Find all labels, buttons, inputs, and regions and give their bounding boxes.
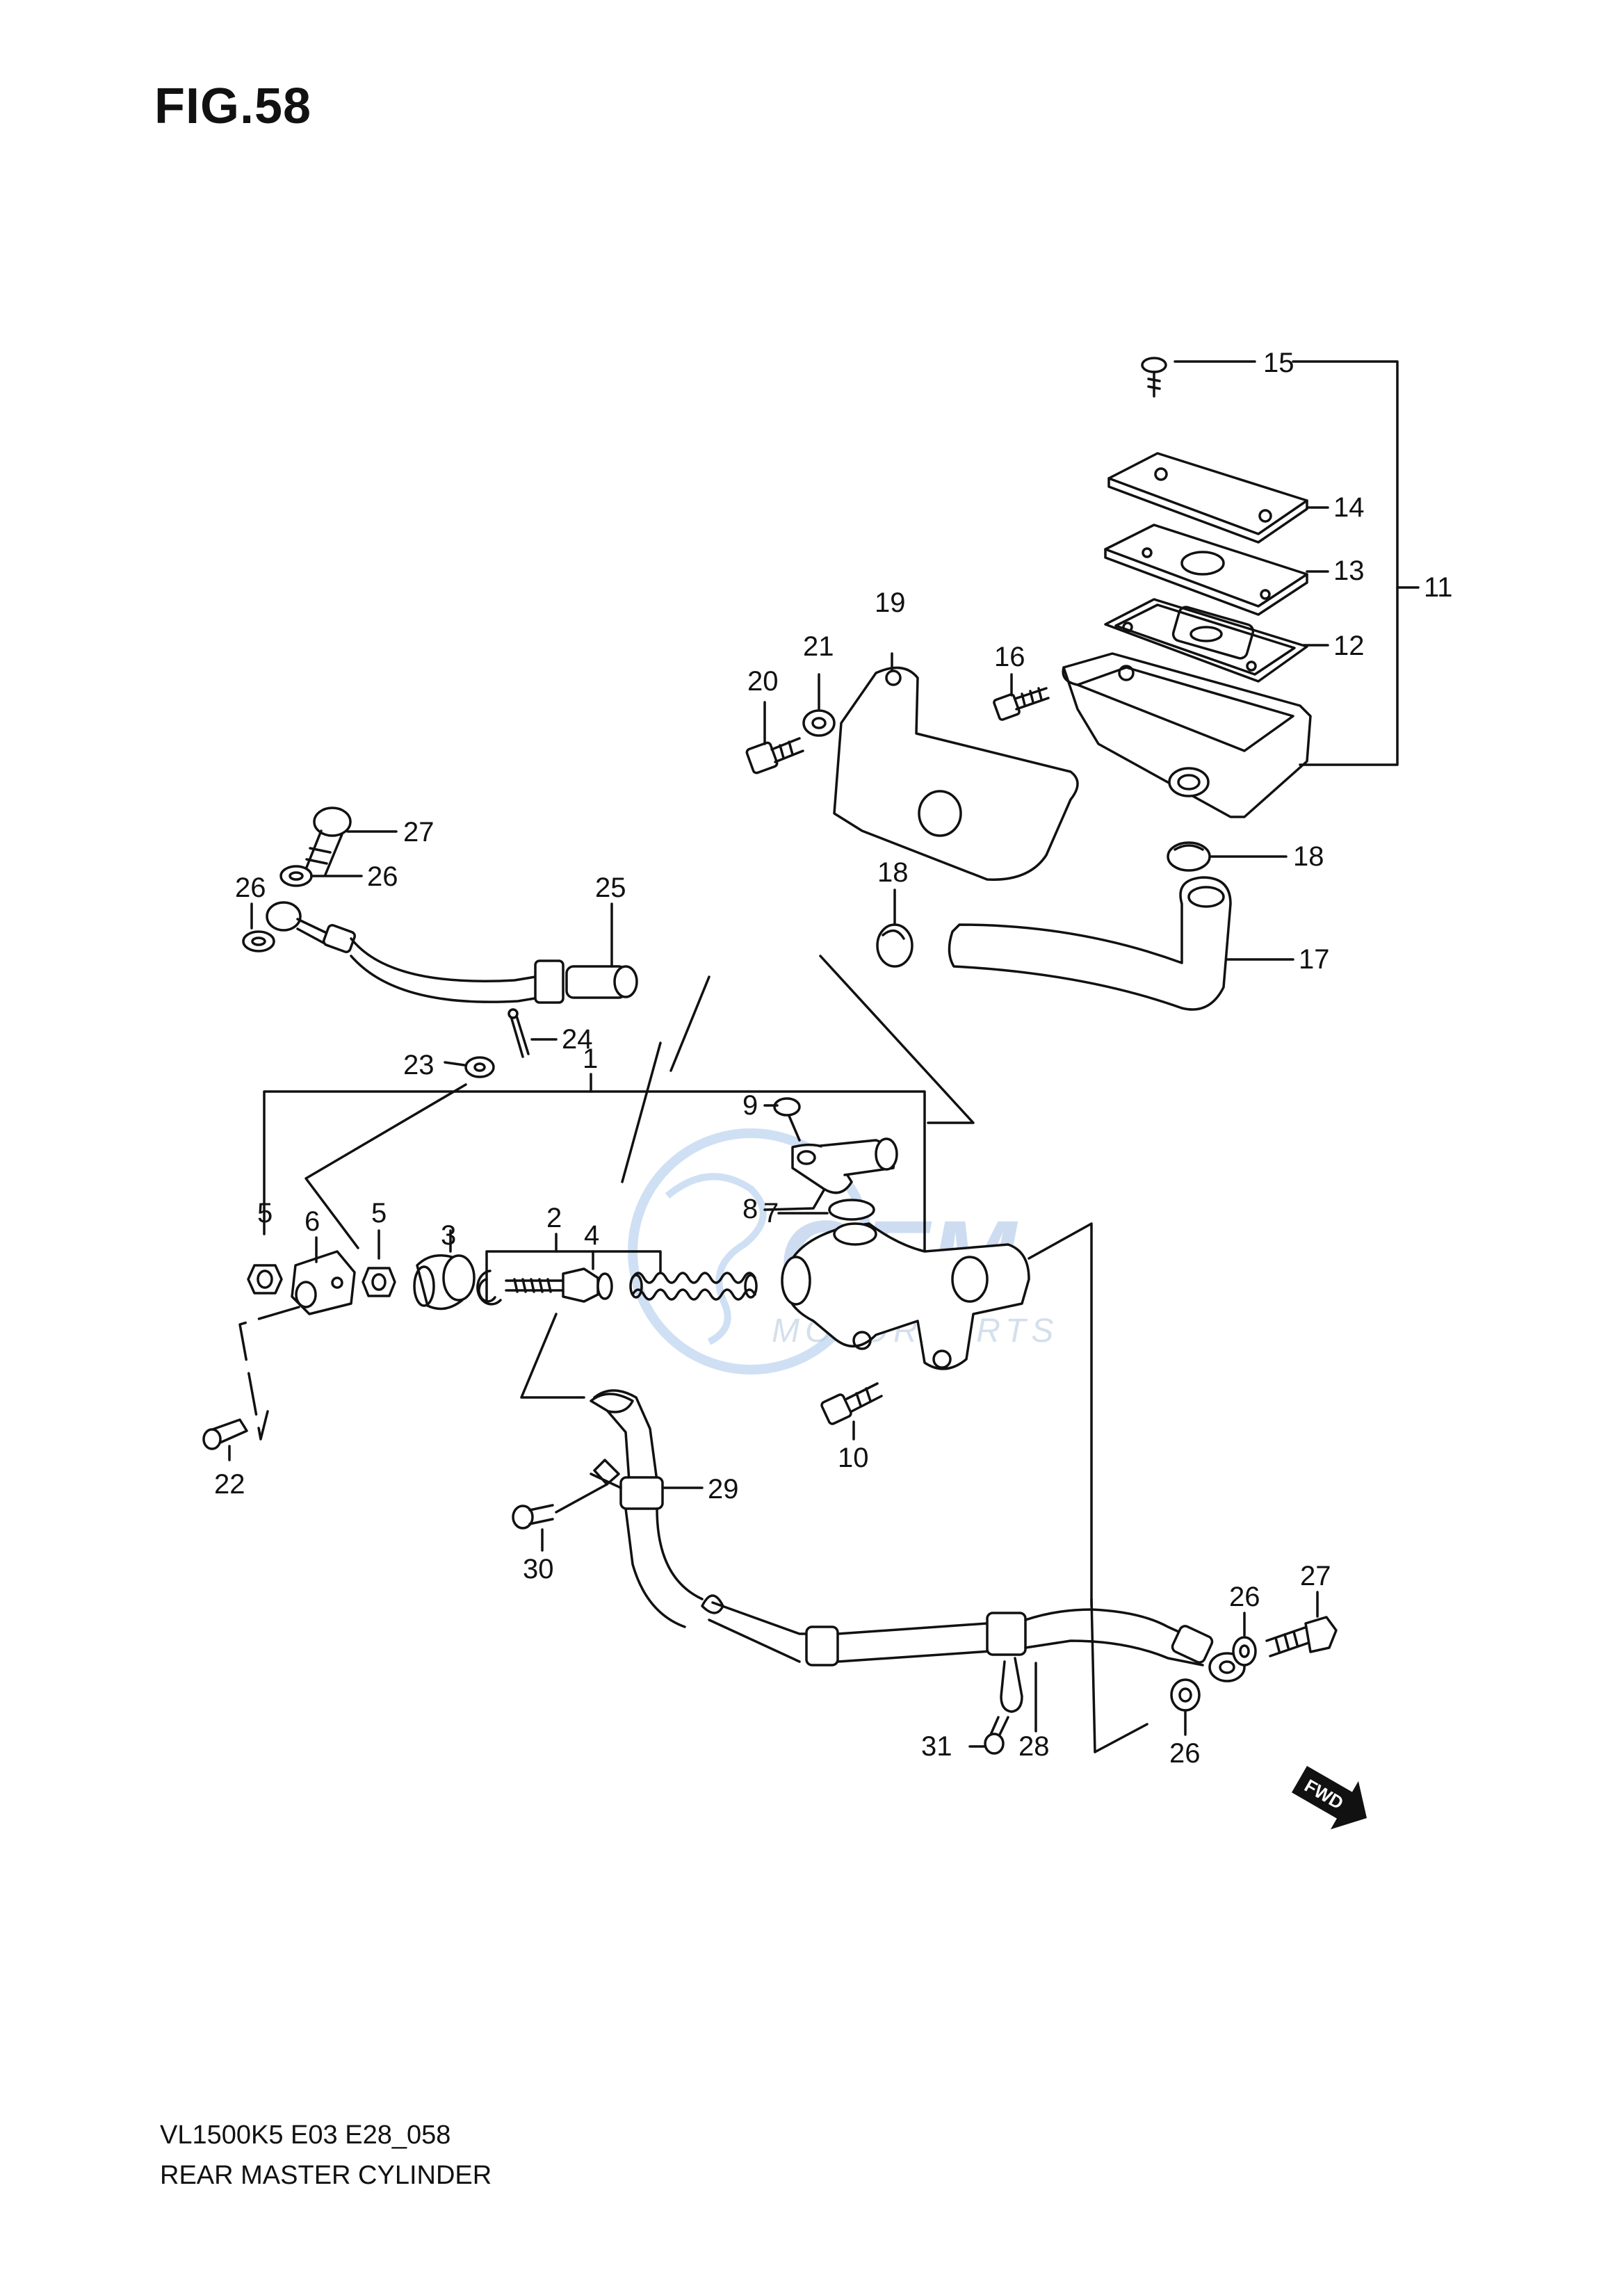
reservoir-cap-14 (1107, 452, 1308, 544)
bolt-27-upper (304, 806, 398, 876)
callout-14: 14 (1333, 492, 1365, 523)
cap-plate-13 (1104, 524, 1308, 616)
reservoir-hose-17 (948, 876, 1294, 1011)
bolt-16 (993, 673, 1050, 721)
callout-5-left: 5 (257, 1198, 273, 1228)
callout-13: 13 (1333, 555, 1365, 586)
bolt-9 (763, 1097, 801, 1142)
bolt-27-lower (1265, 1591, 1338, 1657)
callout-27-lower: 27 (1300, 1561, 1331, 1591)
callout-6: 6 (304, 1206, 320, 1237)
diagram-name: REAR MASTER CYLINDER (160, 2161, 492, 2190)
callout-23: 23 (403, 1050, 435, 1080)
washer-23 (444, 1056, 495, 1078)
brake-pipe-28 (701, 1594, 1246, 1733)
washer-26-left (242, 902, 275, 952)
callout-28: 28 (1018, 1731, 1050, 1762)
clamp-18-lower (876, 889, 914, 968)
callout-21: 21 (803, 631, 834, 662)
callout-9: 9 (742, 1090, 758, 1121)
nut-5-left (247, 1264, 283, 1295)
cotter-pin-24 (508, 1008, 558, 1058)
clevis-pin-22 (202, 1306, 300, 1461)
callout-30: 30 (523, 1554, 554, 1584)
o-ring-7 (777, 1199, 875, 1221)
boot-3 (413, 1229, 476, 1311)
bolt-31 (968, 1716, 1009, 1755)
callout-29: 29 (708, 1474, 739, 1505)
callout-5-right: 5 (371, 1198, 387, 1228)
washer-26-lower-b (1170, 1678, 1201, 1736)
callout-19: 19 (875, 587, 906, 618)
figure-title: FIG.58 (154, 79, 312, 134)
diaphragm-12 (1104, 598, 1308, 683)
callout-15: 15 (1263, 348, 1294, 378)
callout-1: 1 (583, 1044, 598, 1074)
callout-18-lower: 18 (877, 857, 909, 888)
reservoir-body-11 (1062, 652, 1312, 818)
bolt-30 (512, 1504, 554, 1552)
callouts: 15 14 13 12 11 19 21 20 16 18 18 17 27 2… (214, 348, 1453, 1769)
callout-11: 11 (1424, 572, 1453, 603)
callout-10: 10 (838, 1443, 869, 1473)
callout-12: 12 (1333, 631, 1365, 661)
clamp-18-upper (1167, 841, 1288, 872)
callout-2: 2 (546, 1203, 562, 1233)
washer-21 (802, 673, 836, 737)
callout-26-lower-b: 26 (1169, 1738, 1201, 1769)
callout-18-upper: 18 (1293, 841, 1324, 872)
callout-26-left: 26 (235, 873, 266, 903)
callout-16: 16 (994, 642, 1025, 672)
model-code: VL1500K5 E03 E28_058 (160, 2120, 451, 2150)
circlip-2 (476, 1270, 502, 1306)
callout-20: 20 (747, 666, 779, 697)
callout-26-lower-a: 26 (1229, 1582, 1260, 1612)
callout-25: 25 (595, 873, 626, 903)
brake-hose-29 (555, 1389, 704, 1628)
washer-26-upper (279, 865, 363, 887)
reservoir-screw-15 (1141, 357, 1167, 398)
callout-3: 3 (441, 1220, 456, 1251)
callout-31: 31 (921, 1731, 952, 1762)
callout-24: 24 (562, 1024, 593, 1055)
callout-27-upper: 27 (403, 817, 435, 848)
pushrod-4 (505, 1250, 613, 1303)
clevis-6 (291, 1236, 356, 1315)
callout-17: 17 (1299, 944, 1330, 975)
fwd-arrow: FWD (1292, 1766, 1367, 1830)
callout-7: 7 (763, 1198, 779, 1228)
washer-26-lower-a (1232, 1612, 1257, 1666)
piston-spring (629, 1272, 758, 1301)
brake-hose-25 (266, 901, 638, 1004)
bolt-20 (745, 701, 804, 775)
master-cylinder-body (781, 1222, 1148, 1753)
callout-22: 22 (214, 1469, 245, 1500)
callout-4: 4 (584, 1220, 599, 1251)
callout-26-right: 26 (367, 861, 398, 892)
nut-5-right (362, 1229, 396, 1297)
connector-8 (763, 1137, 898, 1211)
callout-8: 8 (742, 1194, 758, 1224)
bolt-10 (820, 1382, 883, 1441)
bracket-19 (833, 652, 1079, 881)
